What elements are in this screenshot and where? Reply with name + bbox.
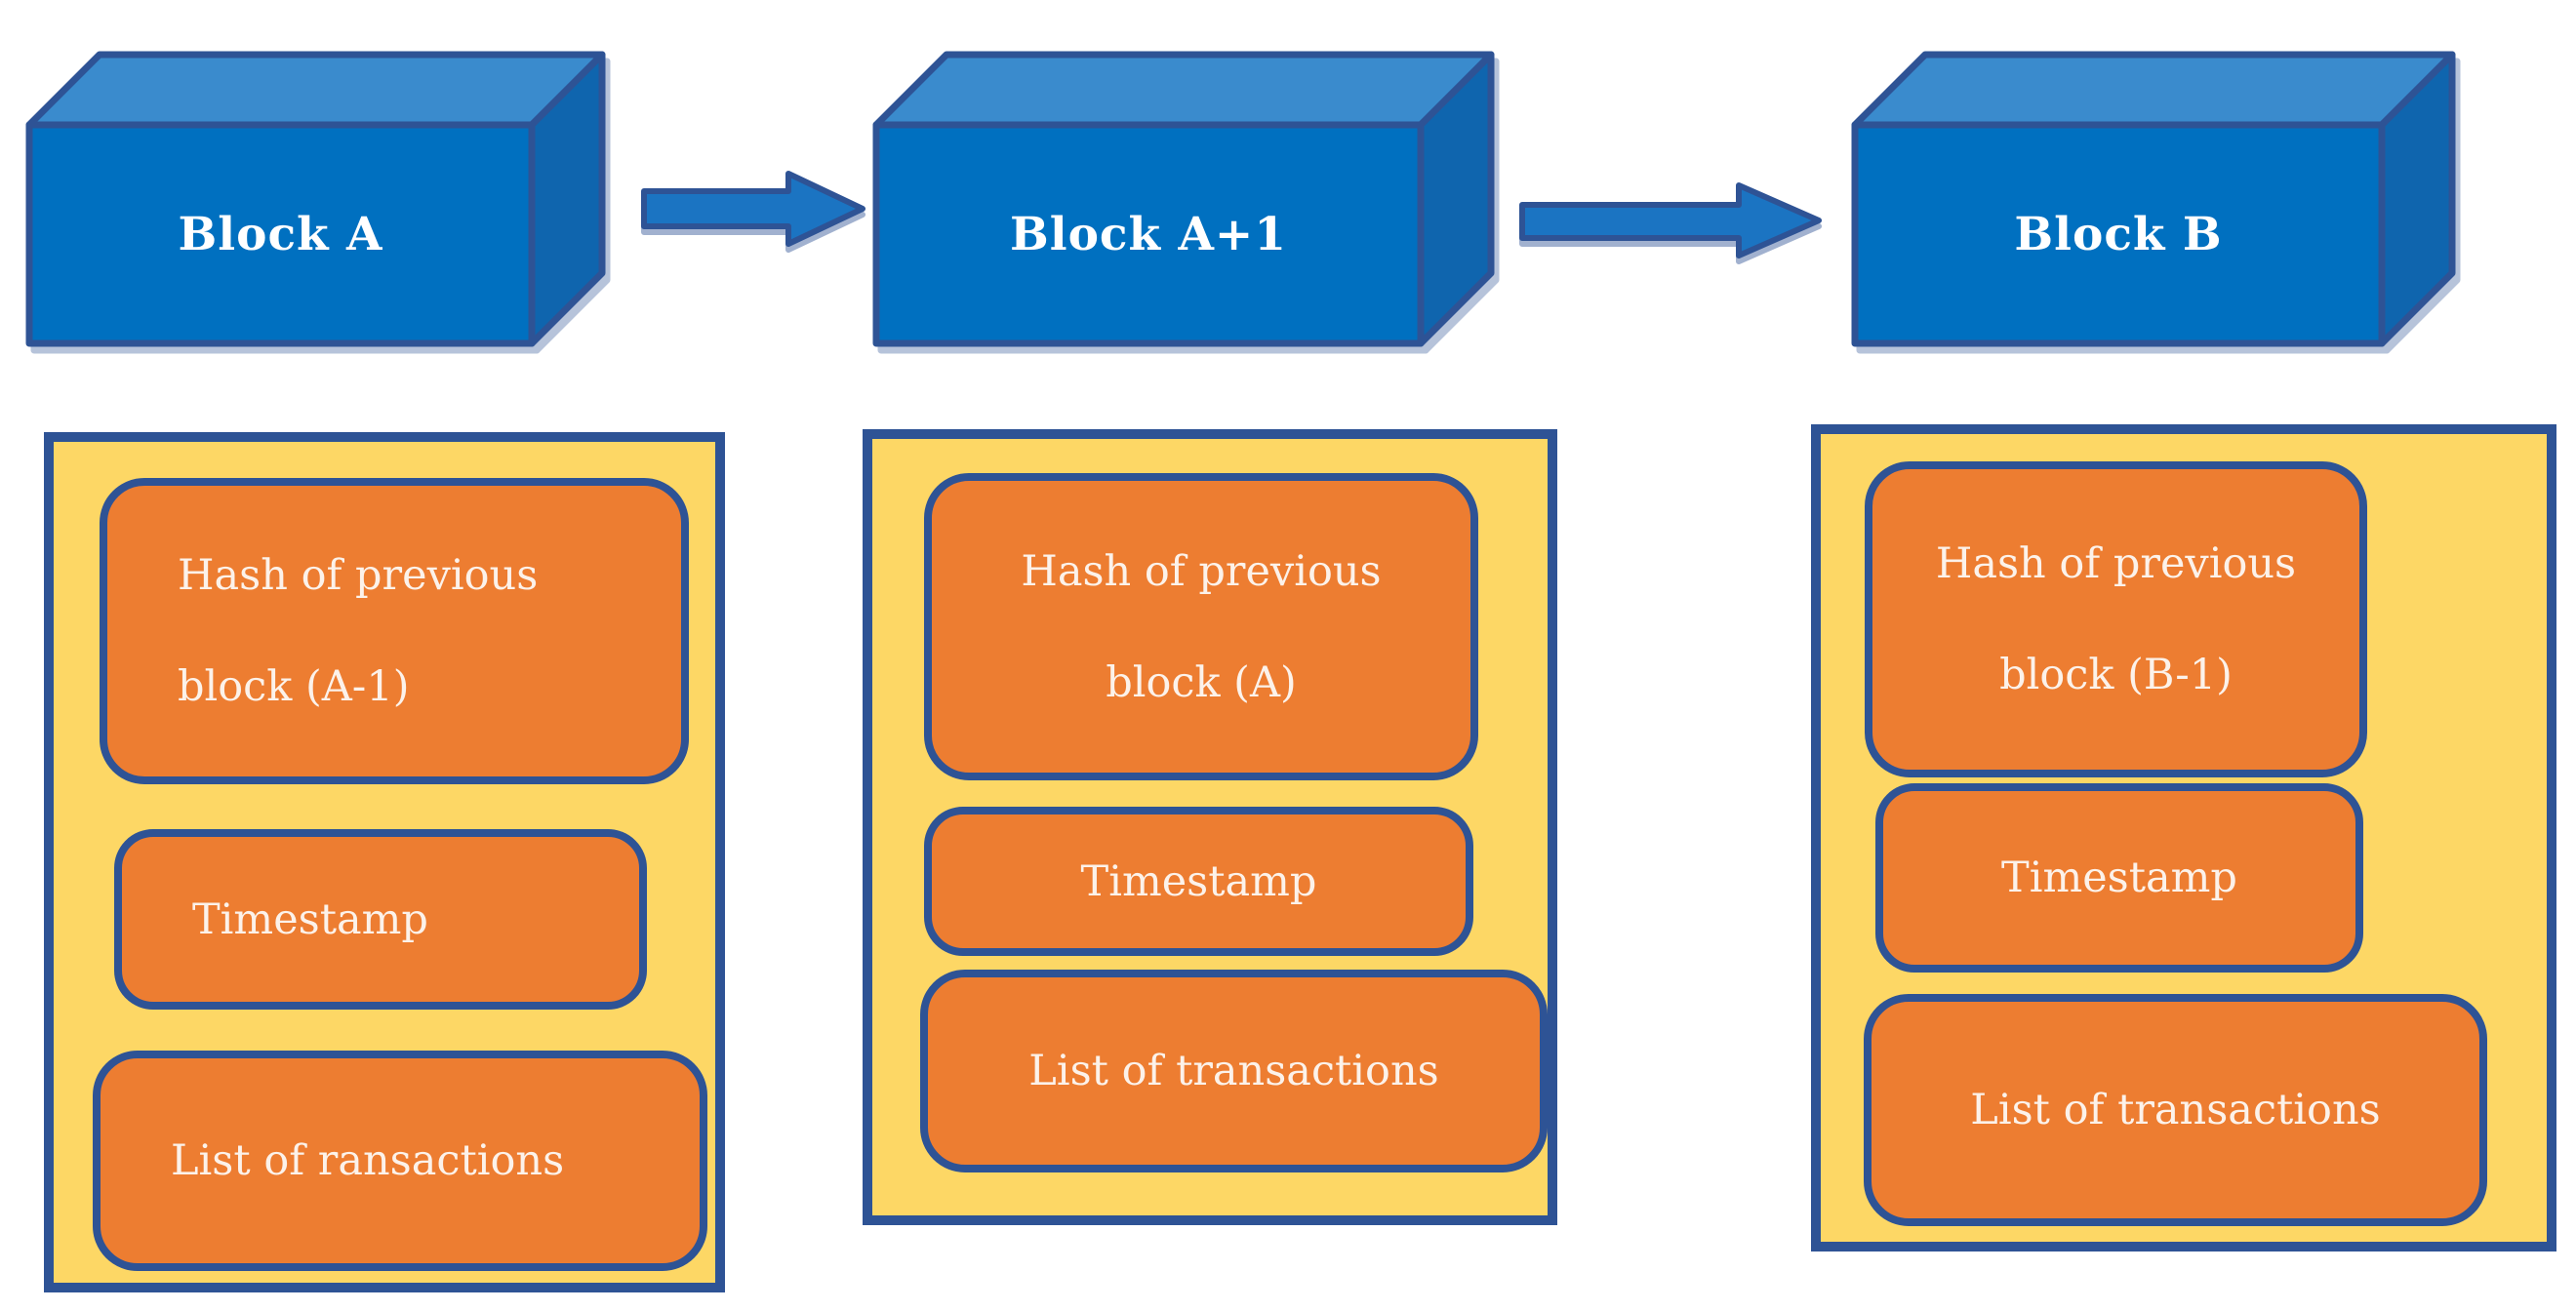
transactions-box: List of transactions — [1864, 994, 2487, 1226]
transactions-label: List of ransactions — [171, 1136, 565, 1185]
block-b-details-container: Hash of previous block (B-1) Timestamp L… — [1811, 424, 2556, 1251]
hash-line-2: block (A) — [1106, 657, 1297, 707]
hash-previous-box: Hash of previous block (A-1) — [100, 478, 689, 784]
hash-line-2: block (A-1) — [178, 662, 410, 711]
timestamp-box: Timestamp — [1875, 783, 2363, 973]
transactions-box: List of transactions — [920, 970, 1548, 1172]
transactions-label: List of transactions — [1028, 1047, 1439, 1095]
hash-line-1: Hash of previous — [1935, 539, 2297, 588]
hash-line-1: Hash of previous — [178, 551, 539, 600]
block-a-details-container: Hash of previous block (A-1) Timestamp L… — [44, 432, 725, 1292]
transactions-box: List of ransactions — [93, 1051, 707, 1271]
block-a1-cube — [872, 51, 1495, 347]
arrow-right-icon — [641, 171, 865, 247]
block-b-label: Block B — [2014, 207, 2223, 261]
block-a1-label: Block A+1 — [1009, 207, 1288, 261]
hash-line-2: block (B-1) — [1999, 651, 2233, 699]
hash-previous-box: Hash of previous block (B-1) — [1865, 461, 2367, 777]
block-a1-details-container: Hash of previous block (A) Timestamp Lis… — [863, 429, 1557, 1225]
hash-previous-box: Hash of previous block (A) — [924, 473, 1478, 780]
timestamp-box: Timestamp — [924, 807, 1473, 956]
block-b-cube — [1851, 51, 2456, 347]
timestamp-label: Timestamp — [192, 894, 428, 944]
timestamp-label: Timestamp — [1080, 856, 1317, 906]
transactions-label: List of transactions — [1970, 1086, 2381, 1134]
arrow-right-icon — [1519, 182, 1822, 258]
block-a-label: Block A — [178, 207, 383, 261]
hash-line-1: Hash of previous — [1021, 546, 1382, 596]
timestamp-label: Timestamp — [2001, 854, 2237, 902]
chain-graphic — [25, 51, 2456, 347]
timestamp-box: Timestamp — [114, 829, 647, 1010]
block-a-cube — [25, 51, 606, 347]
